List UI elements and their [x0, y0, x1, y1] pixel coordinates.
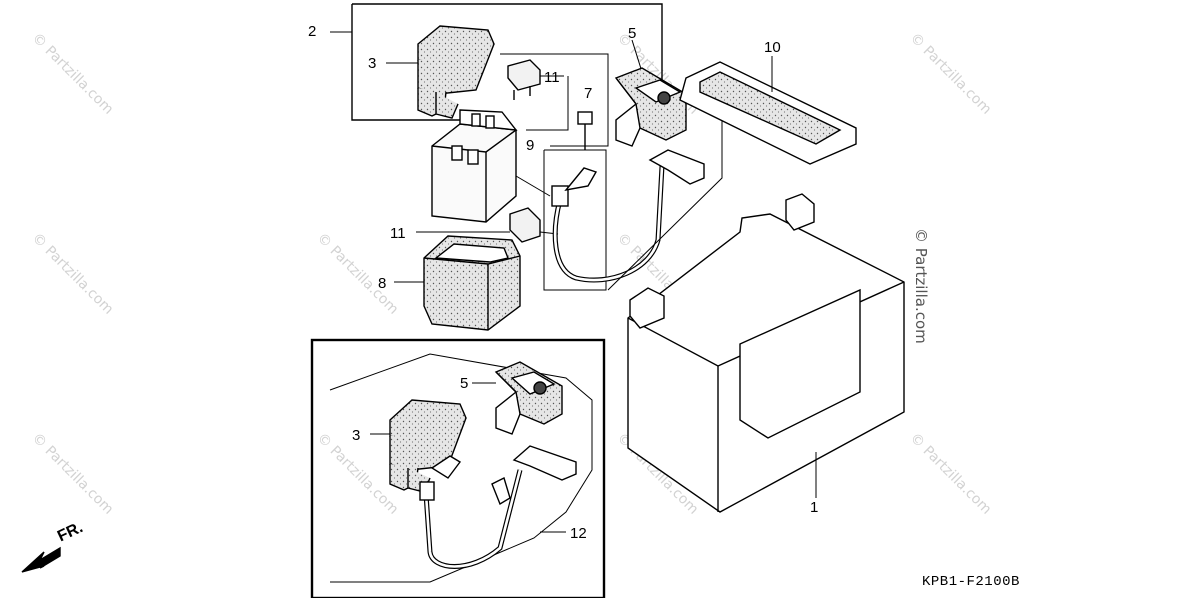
callout-9: 9: [526, 137, 534, 154]
callout-11-middle: 11: [390, 225, 406, 242]
fuse-middle: [416, 207, 541, 243]
fuse-top: [507, 59, 564, 100]
callout-3-top: 3: [368, 55, 376, 72]
callout-12: 12: [570, 525, 587, 542]
callout-labels: 1 2 3 3 5 5 7 8 9 10 11 11 12: [308, 23, 818, 542]
diagram-code: KPB1-F2100B: [922, 574, 1020, 590]
callout-7: 7: [584, 85, 592, 102]
terminal-cap-inset: [370, 399, 467, 493]
battery-cable-inset: [419, 445, 577, 569]
terminal-cap-top: [386, 25, 495, 119]
terminal-cover-inset: [472, 361, 563, 435]
callout-5-top: 5: [628, 25, 636, 42]
group-bracket-7: [500, 53, 609, 147]
callout-1: 1: [810, 499, 818, 516]
battery: [627, 193, 905, 513]
callout-10: 10: [764, 39, 781, 56]
terminal-cover-top: [614, 67, 687, 147]
battery-band: [679, 56, 857, 165]
callout-11-top: 11: [544, 69, 560, 86]
starter-relay: [431, 109, 518, 223]
relay-cover: [394, 235, 521, 331]
callout-8: 8: [378, 275, 386, 292]
inset-frame: [310, 338, 606, 598]
front-arrow-icon: [21, 546, 61, 573]
callout-2: 2: [308, 23, 316, 40]
group-bracket-2: [330, 3, 663, 121]
callout-3-inset: 3: [352, 427, 360, 444]
callout-5-inset: 5: [460, 375, 468, 392]
battery-cable-top: [543, 149, 705, 291]
bolt-9: [550, 111, 593, 150]
